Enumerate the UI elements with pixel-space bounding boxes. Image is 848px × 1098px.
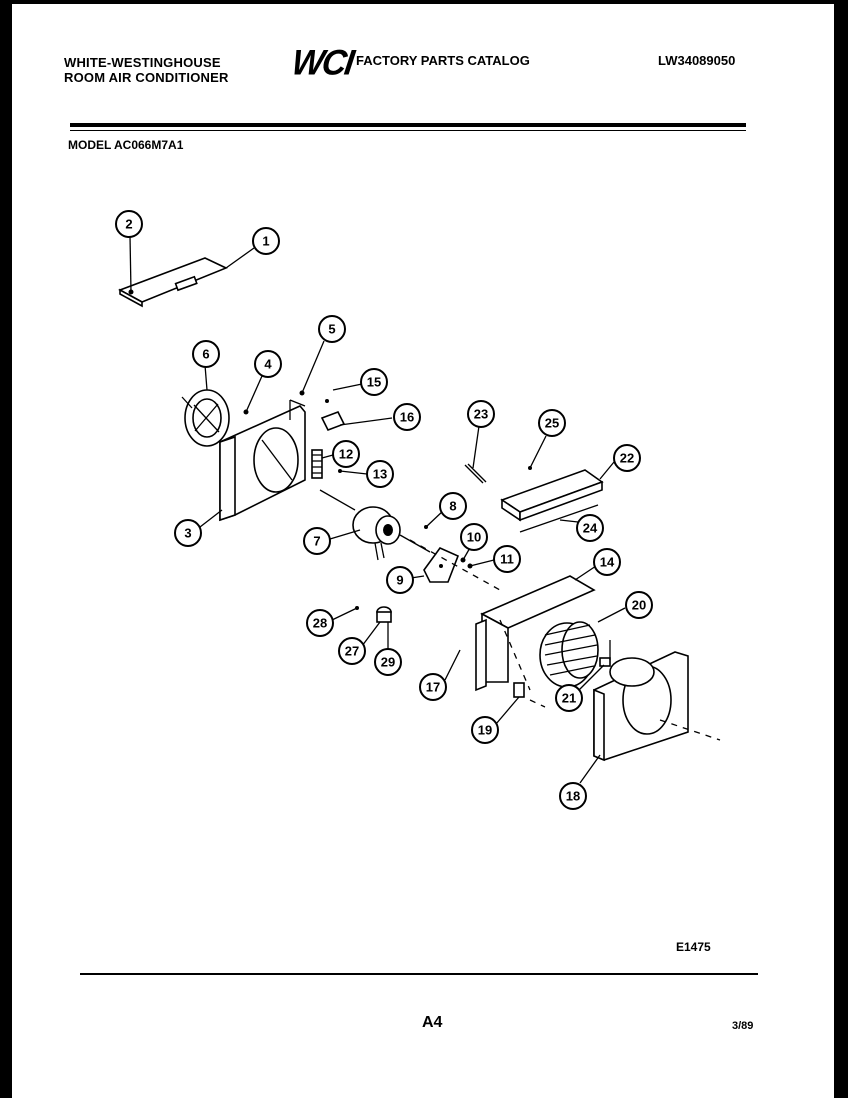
svg-text:16: 16	[400, 410, 414, 425]
svg-text:11: 11	[500, 552, 514, 567]
page-label: A4	[422, 1014, 443, 1031]
svg-text:1: 1	[262, 234, 269, 249]
svg-text:25: 25	[545, 416, 559, 431]
callout-6: 6	[192, 340, 220, 368]
callout-20: 20	[625, 591, 653, 619]
part-clip-12	[311, 449, 323, 479]
part-knob-27	[376, 606, 392, 623]
svg-text:17: 17	[426, 680, 440, 695]
part-rail-24	[519, 504, 599, 533]
drawing-code: E1475	[676, 940, 711, 954]
part-bracket-19	[513, 682, 525, 698]
callout-22: 22	[613, 444, 641, 472]
svg-text:10: 10	[467, 530, 481, 545]
callout-21: 21	[555, 684, 583, 712]
part-screw-15	[325, 399, 329, 403]
callout-18: 18	[559, 782, 587, 810]
svg-text:28: 28	[313, 616, 327, 631]
brand-block: WHITE-WESTINGHOUSE ROOM AIR CONDITIONER	[64, 55, 229, 85]
brand-line-2: ROOM AIR CONDITIONER	[64, 70, 229, 85]
svg-text:2: 2	[125, 217, 132, 232]
callout-4: 4	[254, 350, 282, 378]
svg-text:4: 4	[264, 357, 272, 372]
part-spring-23	[464, 463, 487, 484]
svg-text:21: 21	[562, 691, 576, 706]
part-motor-shroud	[219, 399, 306, 522]
callout-7: 7	[303, 527, 331, 555]
callout-16: 16	[393, 403, 421, 431]
callout-23: 23	[467, 400, 495, 428]
svg-text:20: 20	[632, 598, 646, 613]
svg-text:7: 7	[313, 534, 320, 549]
callout-27: 27	[338, 637, 366, 665]
part-clip-21	[599, 657, 611, 667]
svg-text:29: 29	[381, 655, 395, 670]
callout-17: 17	[419, 673, 447, 701]
callout-1: 1	[252, 227, 280, 255]
callout-14: 14	[593, 548, 621, 576]
svg-text:6: 6	[202, 347, 209, 362]
part-fan-motor	[319, 489, 431, 561]
model-number: MODEL AC066M7A1	[68, 138, 184, 152]
callout-3: 3	[174, 519, 202, 547]
part-fan-blade	[181, 389, 230, 447]
callout-25: 25	[538, 409, 566, 437]
svg-text:23: 23	[474, 407, 488, 422]
part-control-cover	[118, 257, 228, 308]
catalog-title: FACTORY PARTS CATALOG	[356, 53, 530, 68]
catalog-number: LW34089050	[658, 53, 736, 68]
revision-date: 3/89	[732, 1020, 754, 1032]
svg-text:18: 18	[566, 789, 580, 804]
svg-text:15: 15	[367, 375, 381, 390]
svg-text:12: 12	[339, 447, 353, 462]
callout-19: 19	[471, 716, 499, 744]
svg-text:27: 27	[345, 644, 359, 659]
svg-text:14: 14	[600, 555, 615, 570]
header-rule-thick	[70, 123, 746, 127]
svg-text:22: 22	[620, 451, 634, 466]
svg-text:8: 8	[449, 499, 456, 514]
svg-text:13: 13	[373, 467, 387, 482]
parts-sheet	[12, 4, 834, 1098]
callout-8: 8	[439, 492, 467, 520]
callout-29: 29	[374, 648, 402, 676]
svg-text:19: 19	[478, 723, 492, 738]
footer-rule	[80, 973, 758, 975]
part-blower-wheel	[539, 621, 599, 688]
svg-text:24: 24	[583, 521, 598, 536]
svg-text:3: 3	[184, 526, 191, 541]
brand-line-1: WHITE-WESTINGHOUSE	[64, 55, 221, 70]
svg-text:5: 5	[328, 322, 335, 337]
callout-2: 2	[115, 210, 143, 238]
callout-12: 12	[332, 440, 360, 468]
assembly-axes	[409, 539, 721, 741]
part-motor-mount	[423, 547, 460, 583]
callout-15: 15	[360, 368, 388, 396]
leader-lines	[129, 235, 626, 784]
callout-28: 28	[306, 609, 334, 637]
header-rule-thin	[70, 130, 746, 131]
part-scroll-panel	[593, 651, 689, 762]
part-blower-housing	[475, 575, 596, 692]
callout-24: 24	[576, 514, 604, 542]
callout-11: 11	[493, 545, 521, 573]
svg-text:9: 9	[396, 573, 403, 588]
callout-5: 5	[318, 315, 346, 343]
part-bracket-16	[320, 410, 346, 432]
callout-9: 9	[386, 566, 414, 594]
callout-10: 10	[460, 523, 488, 551]
callout-13: 13	[366, 460, 394, 488]
part-bracket-22	[500, 466, 604, 522]
